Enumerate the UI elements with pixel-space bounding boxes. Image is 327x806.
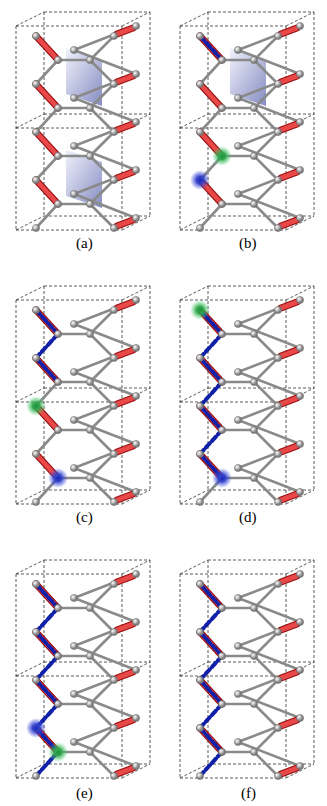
panel-label: (e) (76, 786, 93, 801)
panel-label: (c) (76, 510, 93, 525)
panel-label: (a) (76, 236, 93, 251)
unit-cell (16, 12, 150, 232)
unit-cell (180, 12, 314, 232)
unit-cell (16, 560, 150, 780)
panel-label: (f) (241, 786, 256, 801)
unit-cell (16, 286, 150, 506)
panel-label: (d) (239, 510, 257, 525)
unit-cell (180, 286, 314, 506)
panel-label: (b) (239, 236, 257, 251)
unit-cell (180, 560, 314, 780)
